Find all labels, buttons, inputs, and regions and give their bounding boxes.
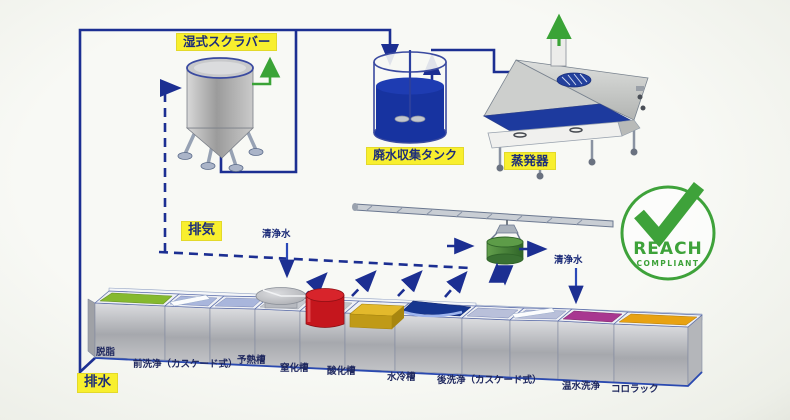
tank-label-corolack: コロラック	[611, 384, 659, 395]
hot-water-liquid	[562, 310, 623, 323]
tank-to-evaporator-pipe	[431, 48, 522, 74]
exhaust-branch-4	[444, 271, 468, 298]
treatment-tank-row	[87, 287, 703, 387]
evaporator-front-panel	[487, 121, 623, 149]
water-cooling-ripple	[403, 310, 463, 318]
waste-tank-tag: 廃水収集タンク	[366, 147, 465, 165]
work-basket-hoist	[486, 220, 524, 265]
clean-water-label-front: 清浄水	[262, 229, 291, 240]
exhaust-branch-3	[397, 270, 423, 297]
exhaust-branch-2	[351, 270, 377, 297]
corolack-liquid	[618, 313, 698, 326]
oxidizing-bath	[349, 303, 405, 330]
exhaust-riser-to-scrubber	[159, 78, 182, 252]
reach-badge-title: REACH	[633, 239, 703, 259]
drain-tag: 排水	[77, 373, 118, 393]
tank-label-post-rinse: 後洗浄（カスケード式）	[437, 375, 542, 386]
checkmark-icon	[634, 181, 705, 248]
post-rinse-liquid-1	[466, 307, 519, 319]
cascade-weir-plank-front	[169, 294, 211, 307]
tank-label-preheat: 予熱槽	[237, 355, 266, 366]
tank-row-base-edge	[94, 357, 703, 387]
drain-to-tank-pipe	[78, 28, 400, 375]
preheat-furnace-lid	[255, 287, 307, 309]
reach-compliant-badge	[620, 181, 716, 281]
tank-front	[509, 319, 559, 380]
tank-row-left-wall	[87, 298, 96, 358]
scrubber-blowdown-pipe	[219, 30, 298, 174]
tank-label-water-cooling: 水冷槽	[387, 372, 416, 383]
nitriding-crucible	[305, 288, 345, 328]
degrease-liquid	[99, 292, 173, 305]
wet-scrubber	[177, 57, 264, 172]
exhaust-header-line	[158, 250, 471, 270]
tank-label-degrease: 脱脂	[96, 347, 116, 358]
exhaust-tag: 排気	[181, 221, 222, 241]
tank-label-hot-water: 温水洗浄	[562, 381, 601, 392]
evaporator-tag: 蒸発器	[504, 152, 556, 171]
transport-direction-arrows	[447, 237, 548, 286]
clean-water-arrows	[279, 243, 584, 305]
evaporator-machine	[482, 33, 649, 180]
clean-water-label-rear: 清浄水	[554, 255, 583, 266]
tank-label-nitriding: 窒化槽	[280, 363, 309, 374]
tank-label-pre-rinse: 前洗浄（カスケード式）	[133, 359, 238, 370]
cascade-weir-plank-rear	[511, 307, 556, 319]
tank-label-oxidizing: 酸化槽	[327, 366, 356, 377]
reach-badge-subtitle: COMPLIANT	[636, 259, 700, 268]
tank-front	[461, 317, 511, 378]
tank-front	[613, 323, 689, 387]
waste-collection-tank	[373, 50, 447, 144]
tank-front	[164, 305, 211, 364]
wet-scrubber-tag: 湿式スクラバー	[176, 33, 278, 52]
scrubber-clean-exhaust-arrow	[252, 56, 281, 86]
overhead-monorail	[352, 203, 614, 228]
tank-front	[557, 320, 615, 383]
tank-front	[394, 314, 463, 375]
